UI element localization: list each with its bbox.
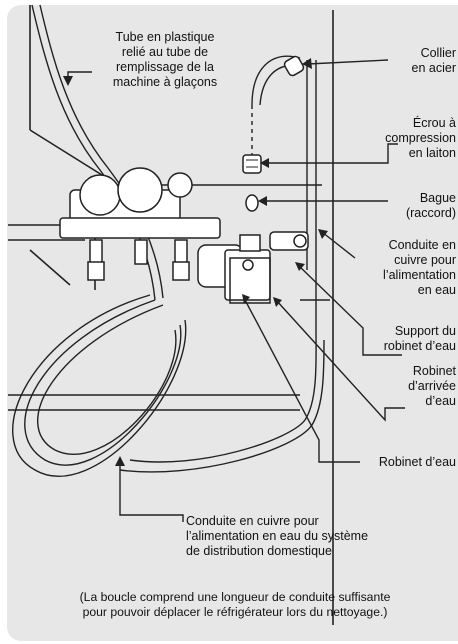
label-valve-bracket: Support du robinet d’eau [383,324,456,353]
leader-lines [67,59,405,522]
steel-clamp-shape [283,55,305,77]
label-plastic-tube: Tube en plastique relié au tube de rempl… [112,30,218,89]
ferrule-shape [245,194,259,212]
compression-nut-shape [242,154,262,174]
label-water-valve: Robinet d’eau [378,455,456,469]
label-household-supply: Conduite en cuivre pour l’alimentation e… [186,514,369,558]
arrowheads [63,58,328,466]
valve-assembly [59,167,309,304]
label-ferrule: Bague (raccord) [405,191,456,220]
label-copper-supply: Conduite en cuivre pour l’alimentation e… [383,238,456,297]
copper-coil [12,294,325,477]
label-compression-nut: Écrou à compression en laiton [385,116,456,160]
label-supply-valve: Robinet d’arrivée d’eau [408,364,456,408]
label-steel-clamp: Collier en acier [411,46,456,75]
diagram-panel [7,5,458,641]
caption-note: (La boucle comprend une longueur de cond… [79,590,391,619]
